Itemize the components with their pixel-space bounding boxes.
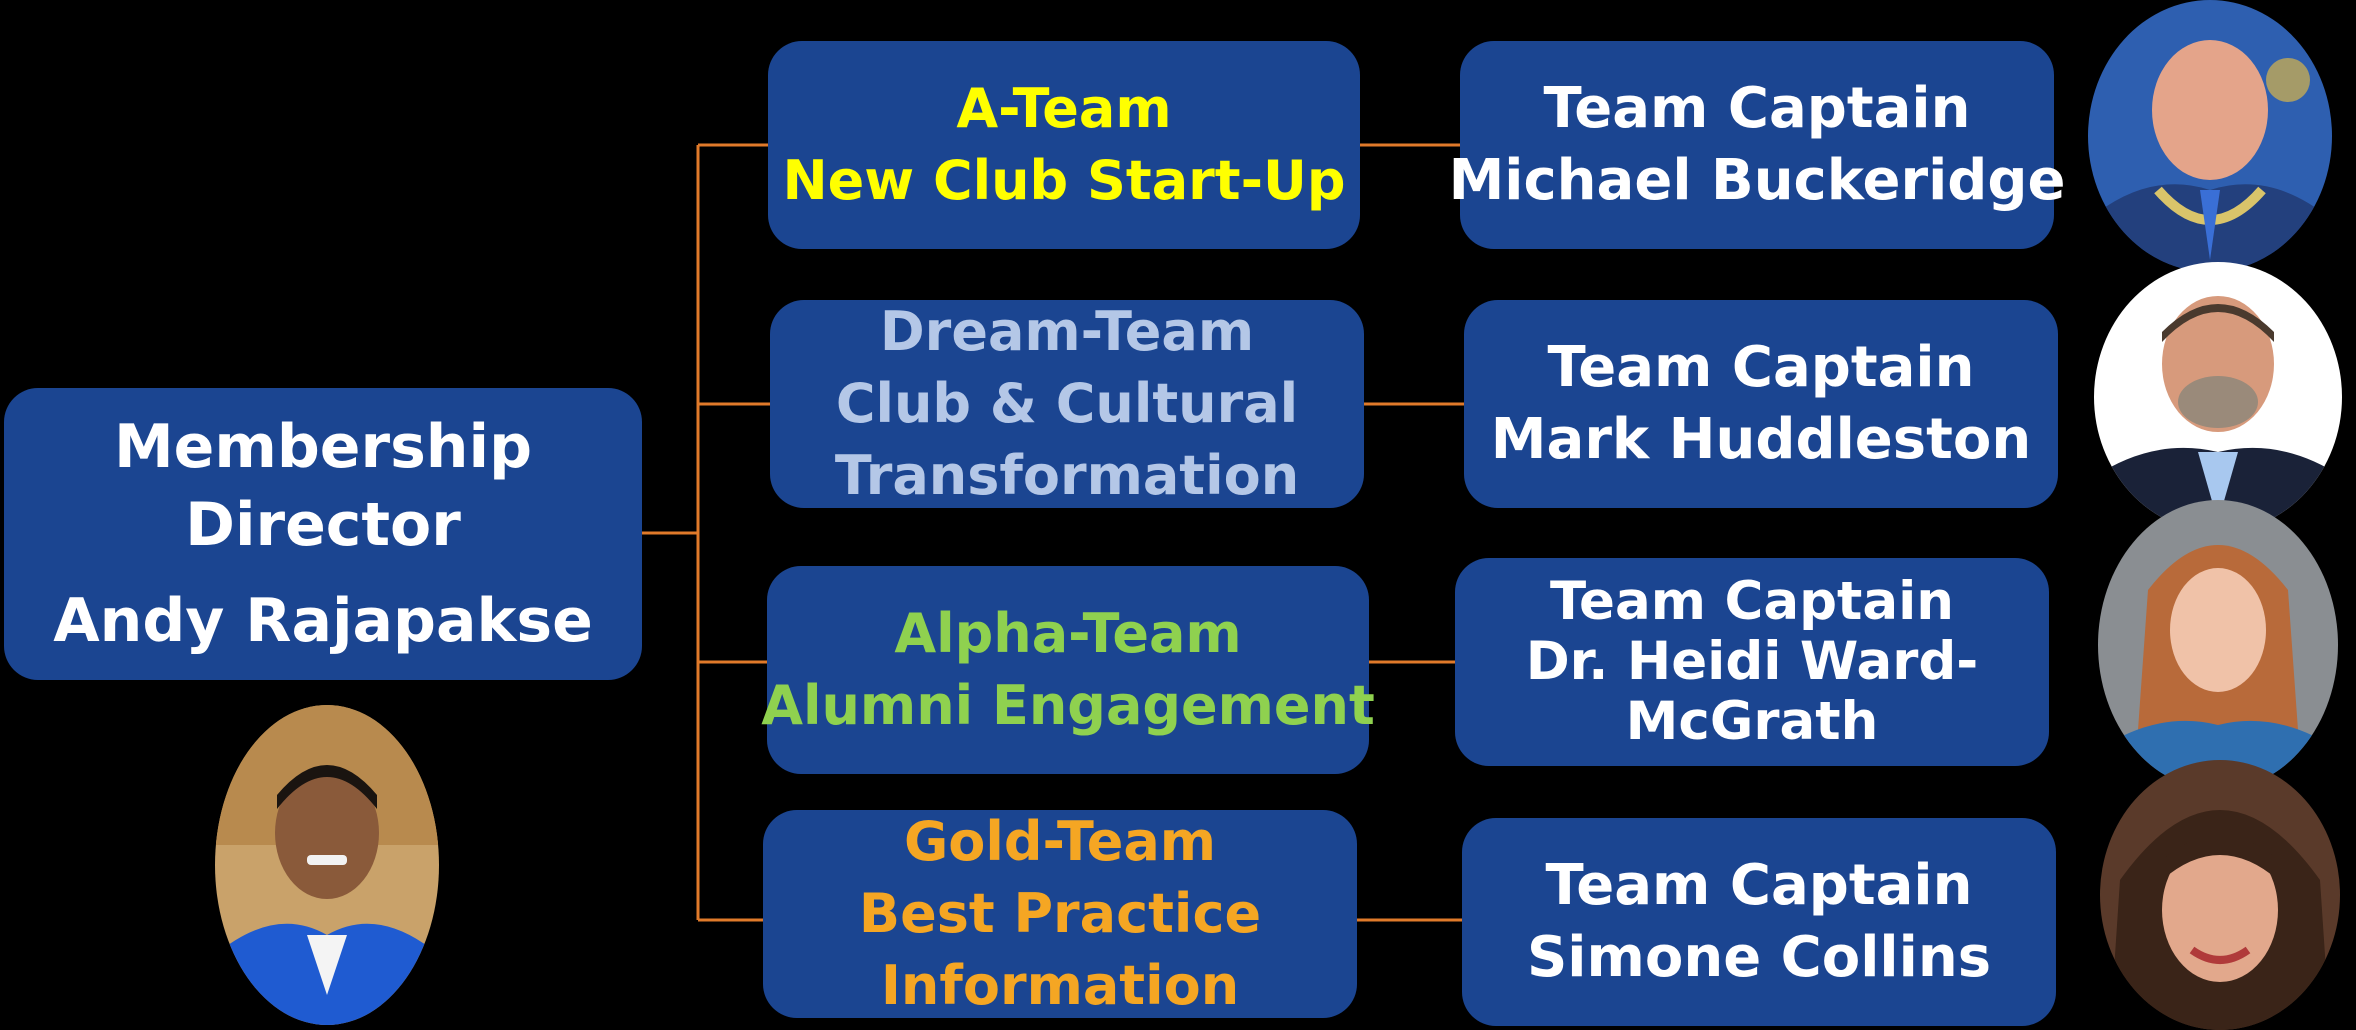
team-focus: New Club Start-Up	[782, 149, 1346, 212]
captain-name: Michael Buckeridge	[1448, 148, 2066, 213]
captain-name: Dr. Heidi Ward-	[1525, 631, 1979, 692]
captain-4-portrait	[2100, 760, 2340, 1030]
captain-1-portrait	[2088, 0, 2332, 272]
captain-role: Team Captain	[1543, 76, 1971, 141]
team-box-dream-team: Dream-Team Club & Cultural Transformatio…	[770, 300, 1364, 508]
captain-box-2: Team Captain Mark Huddleston	[1464, 300, 2058, 508]
captain-role: Team Captain	[1549, 571, 1955, 632]
team-focus-cont: Transformation	[834, 444, 1300, 507]
director-portrait	[215, 705, 439, 1025]
team-focus: Best Practice	[858, 882, 1262, 945]
captain-3-portrait	[2098, 500, 2338, 790]
team-focus: Club & Cultural	[835, 372, 1299, 435]
team-box-alpha-team: Alpha-Team Alumni Engagement	[761, 566, 1375, 774]
director-name: Andy Rajapakse	[53, 586, 593, 656]
captain-box-4: Team Captain Simone Collins	[1462, 818, 2056, 1026]
team-focus: Alumni Engagement	[761, 674, 1375, 737]
captain-role: Team Captain	[1547, 335, 1975, 400]
captain-name: Simone Collins	[1526, 925, 1992, 990]
team-name: Alpha-Team	[894, 602, 1242, 665]
captain-box-3: Team Captain Dr. Heidi Ward- McGrath	[1455, 558, 2049, 766]
team-focus-cont: Information	[880, 954, 1240, 1017]
director-title-line2: Director	[185, 490, 461, 560]
team-name: A-Team	[956, 77, 1172, 140]
team-name: Dream-Team	[879, 300, 1255, 363]
captain-name-cont: McGrath	[1625, 691, 1879, 752]
membership-director-box: Membership Director Andy Rajapakse	[4, 388, 642, 680]
team-box-gold-team: Gold-Team Best Practice Information	[763, 810, 1357, 1018]
team-box-a-team: A-Team New Club Start-Up	[768, 41, 1360, 249]
director-title-line1: Membership	[113, 412, 533, 482]
captain-role: Team Captain	[1545, 853, 1973, 918]
captain-name: Mark Huddleston	[1490, 407, 2032, 472]
captain-box-1: Team Captain Michael Buckeridge	[1449, 41, 2065, 249]
team-name: Gold-Team	[903, 810, 1217, 873]
captain-2-portrait	[2094, 262, 2342, 532]
